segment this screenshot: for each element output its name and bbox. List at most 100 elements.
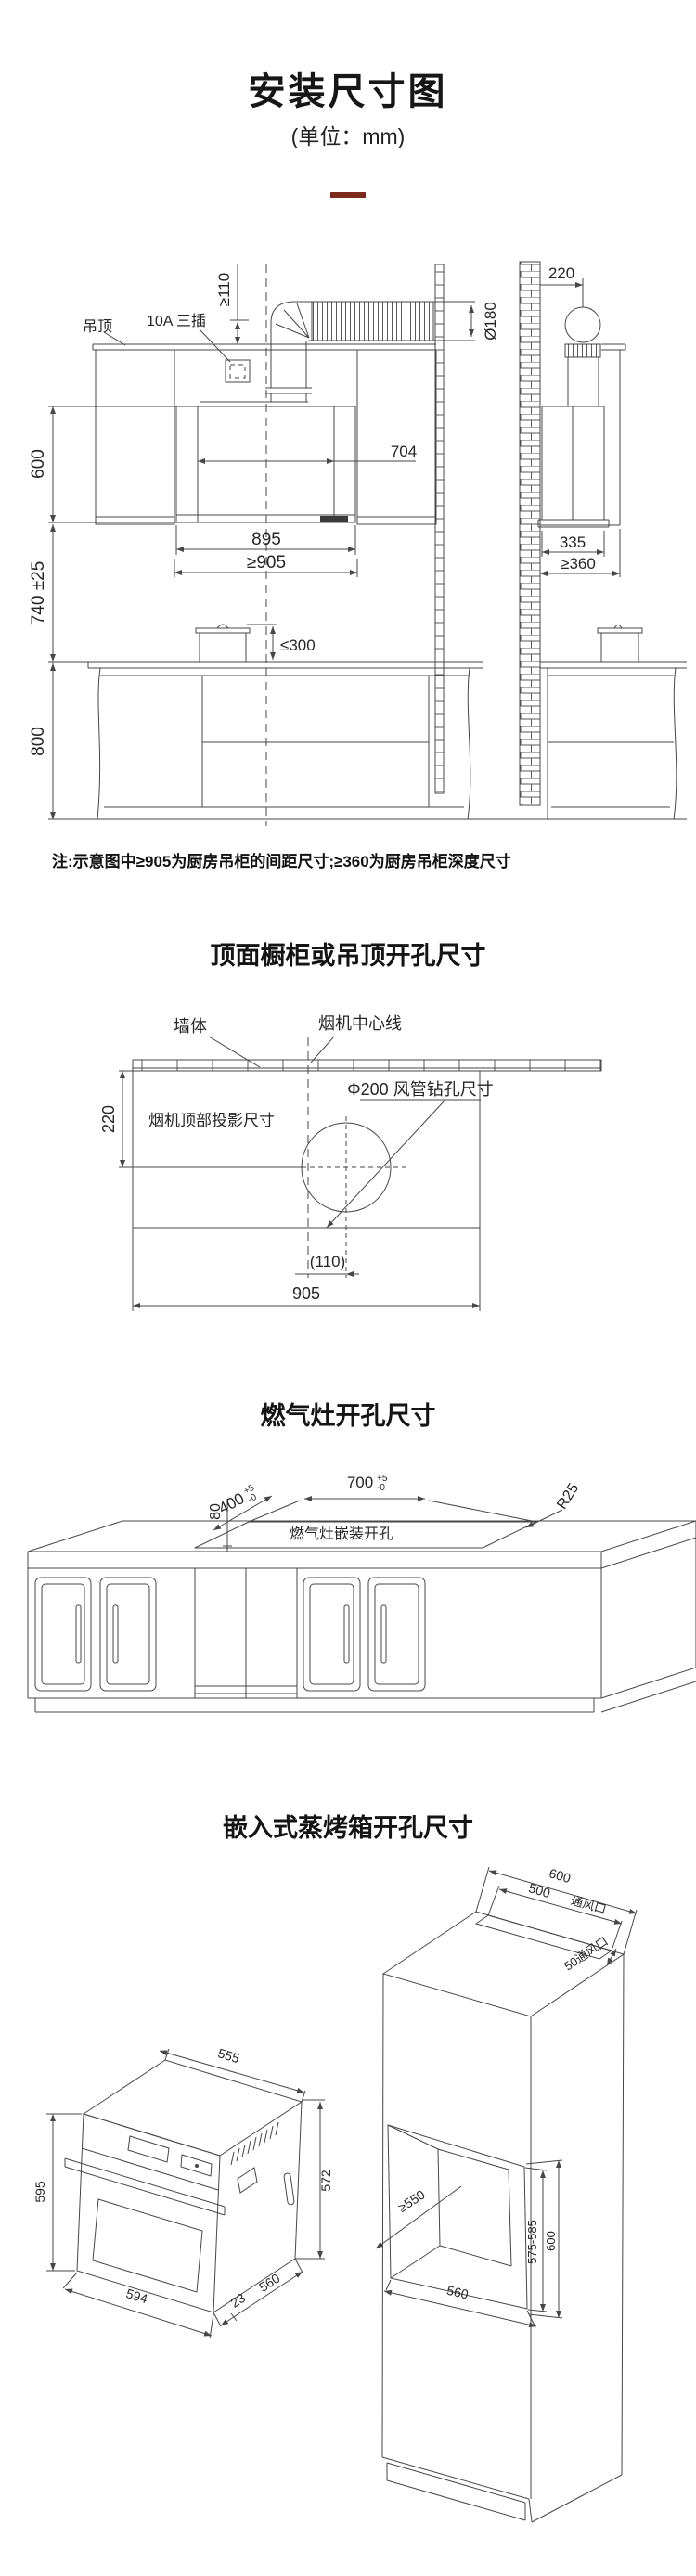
hood-display — [320, 516, 348, 522]
side-hinge — [283, 2172, 295, 2206]
oven-display — [127, 2135, 170, 2163]
countertop — [27, 1520, 696, 1569]
dim-cabinet-gap: ≥905 — [247, 553, 286, 573]
label-side-vent: 50通风口 — [561, 1934, 611, 1973]
front-view — [82, 264, 687, 826]
upper-cabinet-right — [356, 349, 437, 525]
dim-oven-door-thickness: 23 — [227, 2290, 248, 2311]
label-top-projection: 烟机顶部投影尺寸 — [148, 1112, 275, 1129]
heading-gas-cutout: 燃气灶开孔尺寸 — [260, 1402, 436, 1430]
ceiling-plate — [92, 343, 436, 351]
drill-leader — [326, 1099, 446, 1229]
dim-corner-radius: R25 — [554, 1481, 582, 1513]
pot-side — [597, 625, 643, 663]
oven-door-window — [92, 2198, 203, 2293]
ceiling-bracket — [601, 343, 626, 351]
dimensions — [48, 264, 621, 820]
ceiling-leader — [103, 331, 126, 346]
dim-cutout-width: 700 +5 -0 — [347, 1474, 388, 1493]
base-cabinet-right — [540, 661, 687, 820]
dim-duct-wall-offset: 220 — [548, 264, 574, 282]
side-vents — [230, 2121, 279, 2166]
side-cabinet-panel — [540, 350, 621, 526]
dim-front-distance: 80 — [208, 1503, 224, 1520]
dim-cab-niche-height: 575-585 — [525, 2220, 539, 2264]
gas-cutout-diagram: 燃气灶嵌装开孔 400 +5 -0 700 +5 -0 R25 80 — [27, 1474, 696, 1713]
dim-max-pot-clearance: ≤300 — [280, 637, 316, 654]
pot-front — [195, 624, 251, 663]
label-ceiling: 吊顶 — [83, 318, 112, 335]
dim-opening-width: 905 — [292, 1284, 320, 1303]
dim-oven-front-height: 595 — [32, 2181, 47, 2203]
wall-strip — [434, 264, 445, 794]
door-handle — [112, 1604, 119, 1664]
exhaust-duct — [265, 301, 434, 402]
dim-base-height: 800 — [29, 727, 48, 756]
side-vent-box — [237, 2167, 258, 2194]
plinth — [386, 2462, 526, 2521]
dim-projection-depth: 220 — [99, 1105, 118, 1133]
install-note: 注:示意图中≥905为厨房吊柜的间距尺寸;≥360为厨房吊柜深度尺寸 — [52, 853, 511, 870]
dim-hood-depth: 335 — [560, 534, 586, 551]
hood-install-diagram: 吊顶 10A 三插 ≥110 Ø180 220 704 895 ≥905 600… — [29, 261, 687, 826]
heading-steam-oven: 嵌入式蒸烤箱开孔尺寸 — [223, 1814, 473, 1842]
duct-collar — [564, 343, 601, 358]
dim-cab-min-depth: ≥550 — [395, 2187, 428, 2215]
dim-hood-body-width: 704 — [391, 443, 417, 460]
door-handle — [343, 1604, 350, 1664]
svg-text:+5: +5 — [377, 1474, 388, 1484]
oven-unit — [46, 2048, 325, 2339]
label-drill-hole: Φ200 风管钻孔尺寸 — [347, 1080, 493, 1099]
top-cutout-diagram: 墙体 烟机中心线 Φ200 风管钻孔尺寸 烟机顶部投影尺寸 220 (110) … — [99, 1014, 602, 1311]
dim-hood-height: 600 — [29, 449, 48, 479]
power-socket — [199, 328, 251, 383]
base-cabinet — [27, 1538, 696, 1713]
dim-oven-body-depth: 560 — [256, 2271, 282, 2295]
hood-chimney-side — [567, 357, 599, 406]
cabinet-panel — [132, 1071, 481, 1308]
wall-strip-top — [132, 1059, 602, 1072]
brick-wall — [519, 261, 541, 806]
heading-top-cutout: 顶面橱柜或吊顶开孔尺寸 — [210, 942, 486, 970]
label-hood-centerline: 烟机中心线 — [318, 1014, 402, 1033]
dim-hood-width: 895 — [251, 530, 281, 549]
side-view — [519, 261, 687, 820]
dim-min-top-clearance: ≥110 — [215, 273, 233, 306]
centerline-leader — [310, 1036, 335, 1063]
door-handle — [75, 1604, 82, 1664]
vent-slot — [474, 1914, 613, 1960]
dim-cab-niche-width: 560 — [445, 2283, 470, 2302]
radius-leader — [525, 1509, 563, 1528]
page-title: 安装尺寸图 — [248, 71, 448, 112]
label-wall: 墙体 — [174, 1017, 207, 1036]
niche-interior — [387, 2124, 512, 2279]
oven-handle — [64, 2157, 226, 2216]
dim-cabinet-depth: ≥360 — [561, 555, 596, 573]
dim-cab-module-width: 600 — [548, 1865, 573, 1886]
upper-cabinet-left — [95, 349, 175, 525]
duct-outlet-circle — [564, 306, 601, 343]
dim-duct-diameter: Ø180 — [482, 302, 499, 341]
accent-divider — [330, 192, 366, 198]
hood-side — [537, 406, 610, 528]
oven-cabinet — [375, 1866, 638, 2523]
depth-arrow — [375, 2185, 462, 2249]
dim-oven-front-width: 594 — [124, 2286, 149, 2306]
unit-subtitle: (单位：mm) — [290, 124, 406, 148]
wall-leader — [208, 1036, 261, 1068]
label-vent: 通风口 — [569, 1893, 608, 1916]
svg-text:+5: +5 — [242, 1483, 257, 1497]
door-handle — [380, 1604, 387, 1664]
svg-text:700: 700 — [347, 1474, 373, 1491]
control-panel-line — [81, 2147, 219, 2191]
dim-oven-top-width: 555 — [216, 2045, 241, 2066]
dim-mount-height: 740 ±25 — [29, 561, 48, 625]
steam-oven-diagram: 555 595 572 594 23 560 — [32, 1865, 638, 2523]
niche-opening — [387, 2124, 528, 2310]
base-cabinet-left — [87, 661, 483, 820]
dim-hole-offset: (110) — [310, 1253, 345, 1270]
dim-oven-side-height: 572 — [318, 2170, 333, 2192]
oven-button — [180, 2154, 213, 2177]
label-hob-cutout: 燃气灶嵌装开孔 — [290, 1526, 393, 1542]
dim-cab-module-height: 600 — [544, 2231, 558, 2251]
